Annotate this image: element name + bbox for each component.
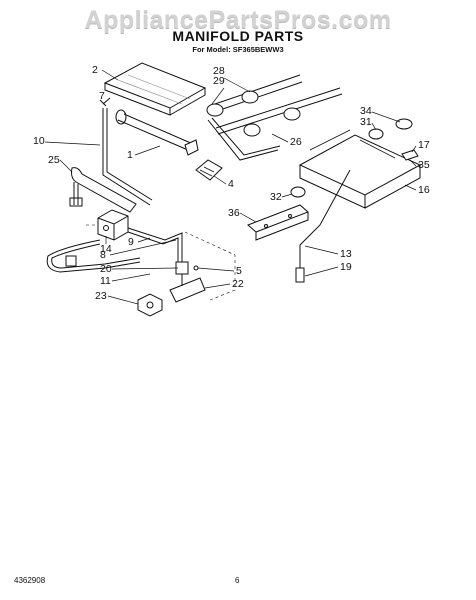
burner-frame (298, 129, 422, 209)
page-title: MANIFOLD PARTS (172, 28, 304, 44)
callout-label: 14 (100, 243, 112, 255)
callout-label: 20 (100, 263, 112, 275)
oven-burner (69, 167, 137, 213)
callout-label: 25 (48, 154, 60, 166)
model-line: For Model: SF365BEWW3 (192, 45, 284, 54)
leader-line (271, 133, 289, 143)
fitting (137, 293, 163, 317)
page-number: 6 (235, 576, 240, 585)
callout-label: 16 (418, 184, 430, 196)
callout-label: 1 (127, 149, 133, 161)
burner-caps (368, 118, 419, 161)
callout-label: 10 (33, 135, 45, 147)
leader-line (109, 239, 177, 256)
callout-label: 13 (340, 248, 352, 260)
callout-label: 7 (99, 90, 105, 102)
leader-line (304, 266, 339, 277)
callout-label: 17 (418, 139, 430, 151)
leader-line (371, 111, 401, 123)
callout-label: 8 (100, 249, 106, 261)
leader-line (304, 245, 339, 255)
leader-line (239, 212, 257, 223)
leader-line (204, 283, 231, 289)
callout-label: 2 (92, 64, 98, 76)
callout-label: 31 (360, 116, 372, 128)
callout-label: 35 (418, 159, 430, 171)
callout-label: 34 (360, 105, 372, 117)
callout-label: 4 (228, 178, 234, 190)
leader-line (134, 145, 161, 156)
bracket (195, 159, 223, 181)
pressure-regulator (169, 261, 206, 303)
leader-line (213, 175, 227, 185)
leader-line (281, 193, 293, 198)
callout-label: 26 (290, 136, 302, 148)
callout-label: 23 (95, 290, 107, 302)
leader-line (197, 267, 235, 272)
callout-label: 9 (128, 236, 134, 248)
flex-tubing (46, 239, 141, 273)
leader-line (404, 184, 417, 191)
burner-tube (115, 109, 199, 156)
callout-label: 32 (270, 191, 282, 203)
document-number: 4362908 (14, 576, 46, 585)
leader-line (101, 69, 119, 81)
grommet (290, 186, 306, 198)
callout-label: 36 (228, 207, 240, 219)
watermark: AppliancePartsPros.com (84, 6, 392, 34)
callout-label: 19 (340, 261, 352, 273)
leader-line (59, 159, 73, 173)
callout-label: 29 (213, 75, 225, 87)
heat-shield-plate (103, 62, 207, 116)
callout-label: 5 (236, 265, 242, 277)
manifold-pipe (206, 74, 343, 161)
leader-line (211, 87, 225, 105)
callout-label: 11 (100, 275, 111, 287)
leader-line (44, 141, 101, 146)
callout-label: 28 (213, 65, 225, 77)
connector-lines (86, 224, 236, 301)
leader-line (137, 237, 151, 243)
leader-line (223, 77, 251, 93)
valve-block (97, 209, 129, 241)
callout-label: 22 (232, 278, 244, 290)
leader-line (409, 159, 417, 167)
orifice (99, 97, 111, 107)
mounting-bracket (247, 204, 309, 241)
leader-line (371, 122, 377, 131)
leader-line (111, 267, 179, 270)
igniter-line (295, 169, 351, 283)
leader-line (411, 145, 417, 153)
leader-line (111, 273, 151, 282)
leader-line (107, 295, 139, 305)
gas-line-left (102, 108, 153, 206)
